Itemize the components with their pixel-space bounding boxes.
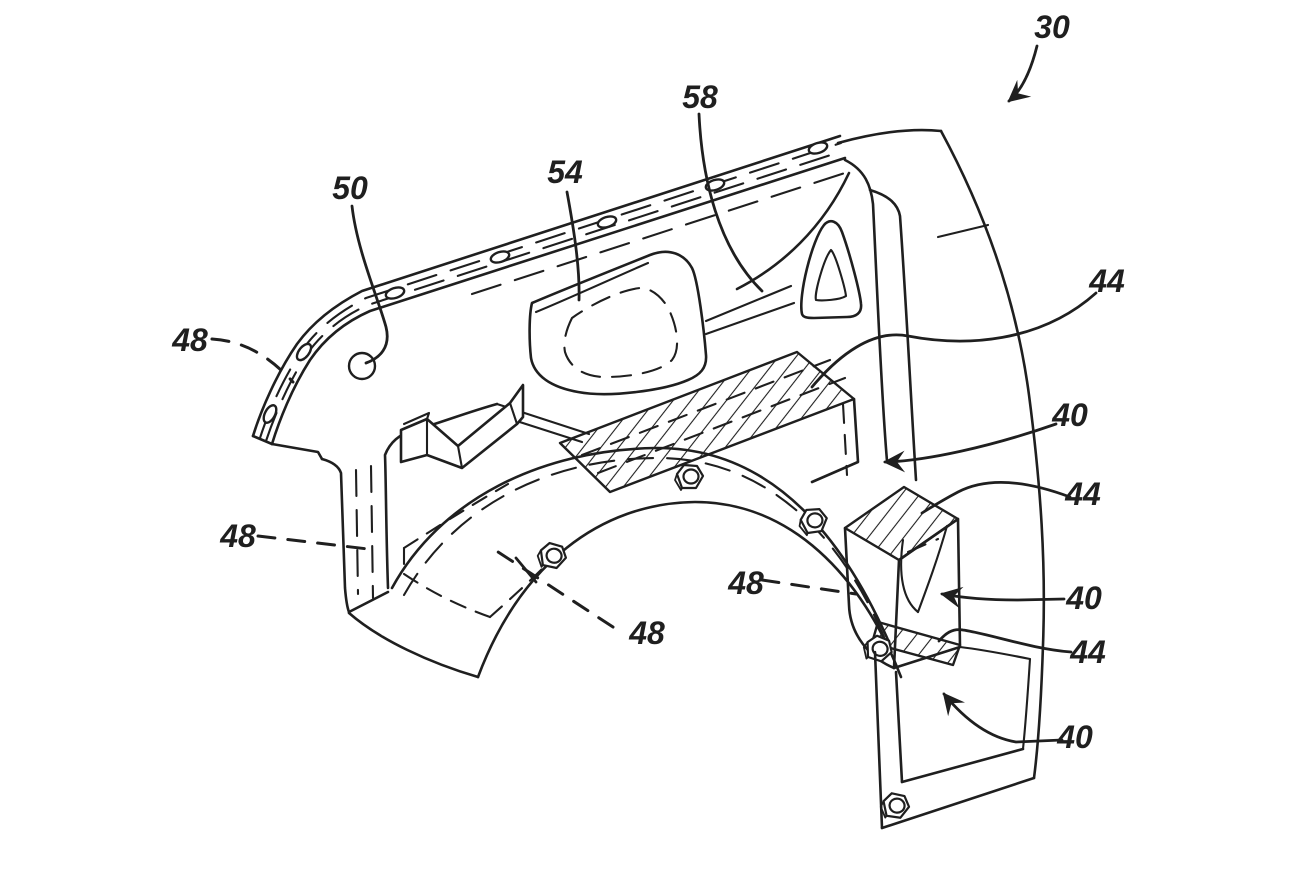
leader-50 <box>350 204 389 365</box>
z-bracket-fold-2 <box>456 444 464 470</box>
leader-lines <box>210 44 1098 744</box>
hex-bolt <box>534 540 570 573</box>
channel-bottom-edge <box>347 590 390 614</box>
bottom-flange-panel <box>873 650 1036 830</box>
ref-label-44-top: 44 <box>1088 263 1125 299</box>
leader-44-top <box>810 291 1098 389</box>
leader-58 <box>697 112 764 293</box>
cup-bracket-54 <box>528 250 708 396</box>
ref-label-44-lower: 44 <box>1069 634 1106 670</box>
locator-hole-50 <box>347 351 377 381</box>
lower-left-panel <box>347 482 546 679</box>
body-dashed-line <box>470 170 850 296</box>
patch-hidden-edge-1 <box>596 376 847 475</box>
leader-48-bottom-center <box>493 548 615 629</box>
rod-lower-line <box>704 301 796 336</box>
body-right-outer-edge <box>939 129 1046 780</box>
channel-dashed-center-2 <box>369 464 375 600</box>
flange-hole <box>383 284 407 302</box>
bottom-panel-bottom-inner <box>900 747 1025 784</box>
cup-outline <box>528 250 708 396</box>
rod-upper-line <box>704 284 793 323</box>
ref-label-30: 30 <box>1034 9 1070 45</box>
leader-48-bottom-right <box>760 578 858 596</box>
channel-dashed-center-1 <box>354 468 360 596</box>
surface-break-line <box>936 223 990 239</box>
ref-label-40-top: 40 <box>1051 397 1088 433</box>
body-top-edge <box>836 128 943 145</box>
ref-label-48-bottom-right: 48 <box>727 565 764 601</box>
patch-hidden-edge-2 <box>580 358 832 457</box>
leader-40-middle <box>940 586 1066 609</box>
z-bracket-outline <box>399 383 525 470</box>
leader-48-bottom-center-tick <box>514 556 538 584</box>
rear-pocket-box <box>843 485 1032 670</box>
leader-40-top <box>883 422 1058 473</box>
arch-bolts <box>534 463 897 667</box>
top-flange <box>251 134 850 461</box>
pocket-funnel-left <box>900 538 920 614</box>
hex-bolt <box>878 790 912 822</box>
leader-54 <box>565 190 581 302</box>
ref-label-58: 58 <box>682 79 718 115</box>
ref-label-44-middle: 44 <box>1064 476 1101 512</box>
ref-label-48-bottom-center: 48 <box>628 615 665 651</box>
ref-label-40-bottom: 40 <box>1056 719 1093 755</box>
ref-label-48-upper-left: 48 <box>171 322 208 358</box>
bottom-panel-right-inner <box>1021 657 1032 751</box>
z-bracket <box>399 383 525 470</box>
leader-44-middle <box>920 480 1072 515</box>
cup-hidden-recess <box>563 286 679 379</box>
flange-hole <box>806 139 830 157</box>
bottom-panel-left-outer <box>873 650 884 830</box>
channel-right-edge <box>383 429 414 590</box>
bottom-panel-bottom-outer <box>880 776 1036 830</box>
triangle-bracket-inner <box>814 248 848 302</box>
main-insulator-patch-44 <box>558 350 860 494</box>
cup-rim-line <box>534 261 650 314</box>
triangle-bracket-outer <box>800 219 863 320</box>
ref-label-50: 50 <box>332 170 368 206</box>
flange-lower-edge <box>270 442 324 461</box>
hidden-pocket-outline <box>402 482 546 619</box>
panel-bottom-outline <box>347 611 480 679</box>
flange-inner-edge <box>270 156 847 446</box>
pocket-bottom-to-edge <box>958 645 1032 661</box>
patch-right-side <box>810 397 860 484</box>
ref-label-48-mid-left: 48 <box>219 518 256 554</box>
rod-and-triangle-58 <box>704 219 863 336</box>
hidden-edge-right-of-patch <box>841 402 849 477</box>
leader-30 <box>1007 44 1039 103</box>
arch-dashed-line <box>402 456 886 639</box>
pocket-funnel-right <box>916 524 949 614</box>
flange-end-cap <box>251 434 274 446</box>
leader-48-upper-left <box>210 337 295 384</box>
leader-48-mid-left <box>256 534 370 551</box>
leader-40-bottom <box>942 692 1064 744</box>
pocket-hidden-edge <box>906 537 940 554</box>
reference-numerals: 30 58 54 50 48 48 48 48 44 40 44 40 44 4… <box>171 9 1125 755</box>
body-fold-pillar-right <box>868 188 918 482</box>
pocket-top-insulator-44 <box>843 485 960 562</box>
pocket-bottom-insulator-44 <box>870 620 962 667</box>
bottom-panel-left-inner <box>894 670 904 784</box>
right-fender-body <box>735 128 1046 780</box>
body-fold-pillar-left <box>843 158 889 463</box>
flange-hole <box>595 213 619 231</box>
flange-hole <box>488 248 512 266</box>
ref-label-40-middle: 40 <box>1065 580 1102 616</box>
ref-label-54: 54 <box>547 154 583 190</box>
left-channel <box>320 402 591 614</box>
pocket-left-face <box>843 526 896 670</box>
hex-bolt <box>673 463 705 492</box>
z-bracket-fold-3 <box>508 401 519 426</box>
leader-44-lower <box>937 628 1073 654</box>
channel-left-edge <box>320 457 351 614</box>
flange-outer-edge <box>251 134 842 438</box>
arch-lower-edge <box>476 500 903 679</box>
z-bracket-top-edge <box>402 411 431 426</box>
